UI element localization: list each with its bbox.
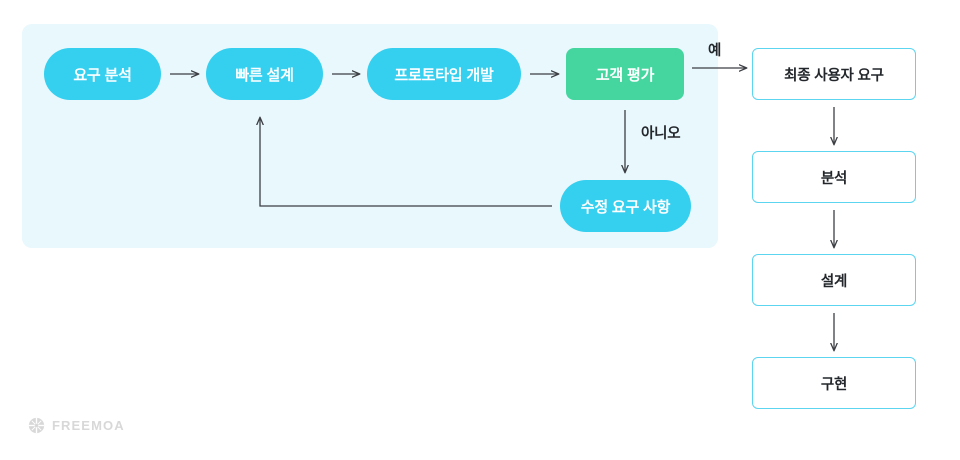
- node-analysis[interactable]: 분석: [752, 151, 916, 203]
- node-customer-evaluation[interactable]: 고객 평가: [566, 48, 684, 100]
- node-final-user-requirements[interactable]: 최종 사용자 요구: [752, 48, 916, 100]
- node-implementation[interactable]: 구현: [752, 357, 916, 409]
- node-design[interactable]: 설계: [752, 254, 916, 306]
- node-customer-evaluation-label: 고객 평가: [595, 66, 655, 84]
- watermark: FREEMOA: [28, 417, 125, 434]
- node-design-label: 설계: [820, 273, 848, 290]
- node-requirements-analysis-label: 요구 분석: [73, 66, 132, 84]
- node-quick-design-label: 빠른 설계: [235, 66, 294, 84]
- node-refine-requirements[interactable]: 수정 요구 사항: [560, 180, 691, 232]
- edge-label-no: 아니오: [641, 126, 681, 142]
- node-prototype-development-label: 프로토타입 개발: [394, 66, 494, 84]
- edge-label-yes: 예: [708, 43, 722, 59]
- node-requirements-analysis[interactable]: 요구 분석: [44, 48, 161, 100]
- watermark-text: FREEMOA: [52, 418, 125, 433]
- node-prototype-development[interactable]: 프로토타입 개발: [367, 48, 521, 100]
- brain-icon: [28, 417, 45, 434]
- node-quick-design[interactable]: 빠른 설계: [206, 48, 323, 100]
- node-refine-requirements-label: 수정 요구 사항: [580, 198, 671, 216]
- node-final-user-requirements-label: 최종 사용자 요구: [784, 67, 884, 84]
- node-analysis-label: 분석: [820, 170, 848, 187]
- node-implementation-label: 구현: [820, 376, 848, 393]
